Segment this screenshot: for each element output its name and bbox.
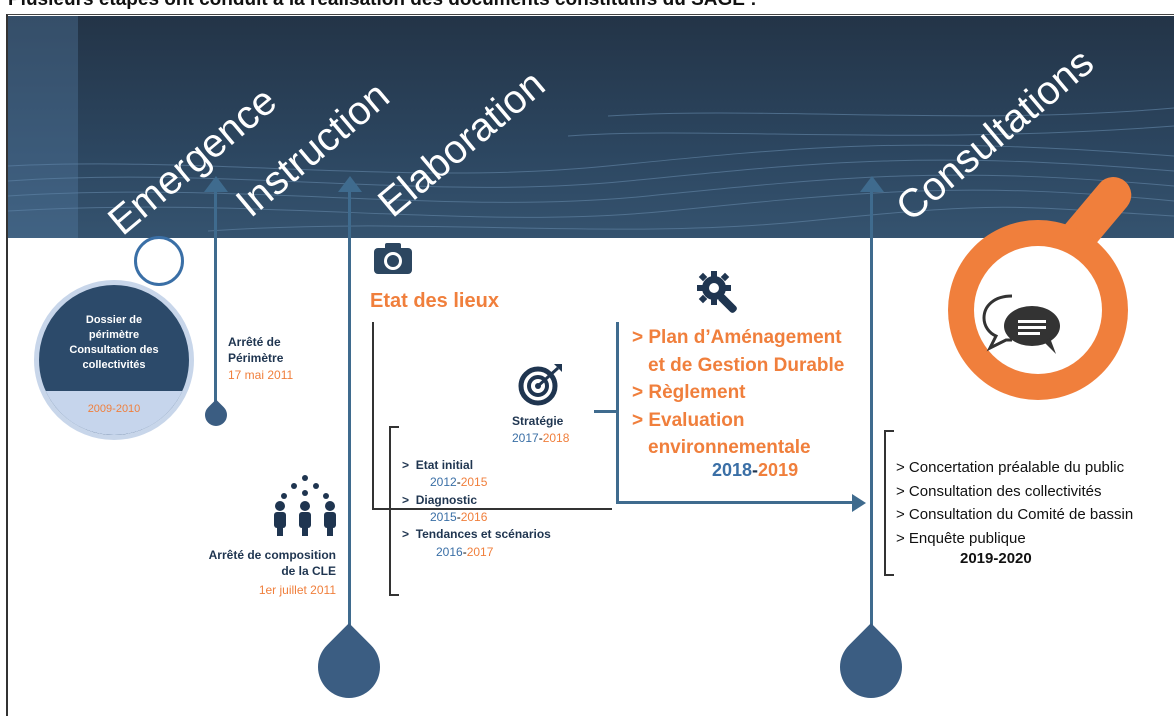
emergence-line: collectivités	[82, 359, 146, 371]
arrete-perimetre-line2: Périmètre	[228, 351, 284, 365]
strategie-connector	[594, 410, 616, 413]
banner-side-strip	[8, 16, 78, 238]
camera-icon	[374, 243, 412, 274]
documents-bracket-line	[616, 322, 619, 504]
document-item: > Evaluation	[632, 409, 745, 431]
etat-des-lieux-bracket	[389, 426, 399, 596]
people-icon	[274, 475, 336, 536]
elaboration-bracket	[372, 322, 374, 510]
tendances-label: > Tendances et scénarios	[402, 527, 551, 541]
diagnostic-label: > Diagnostic	[402, 493, 478, 507]
emergence-line: Dossier de	[85, 314, 143, 326]
arrete-cle-label-2: de la CLE	[281, 564, 336, 578]
year-end: 2016	[460, 510, 488, 524]
year-end: 2015	[460, 475, 488, 489]
arrete-perimetre-label: Arrêté de Périmètre	[228, 334, 283, 366]
elaboration-line	[348, 190, 351, 630]
arrete-cle-date: 1er juillet 2011	[258, 583, 336, 597]
documents-years: 2018-2019	[712, 460, 799, 480]
page-title: Plusieurs étapes ont conduit à la réalis…	[8, 0, 757, 10]
arrete-perimetre-line1: Arrêté de	[228, 335, 281, 349]
phase-banner	[8, 16, 1174, 238]
diagram-frame	[6, 14, 1174, 716]
consultation-item: > Concertation préalable du public	[896, 459, 1125, 476]
year-start: 2017	[512, 431, 539, 445]
document-item: > Règlement	[632, 382, 746, 403]
consultation-item: > Consultation des collectivités	[896, 482, 1102, 500]
documents-list: > Plan d’Aménagement et de Gestion Durab…	[632, 324, 844, 462]
tendances-text: Tendances et scénarios	[415, 527, 551, 541]
consultations-bracket	[884, 430, 894, 576]
document-item: et de Gestion Durable	[648, 354, 845, 376]
etat-initial-label: > Etat initial	[402, 458, 474, 472]
consultation-item: > Enquête publique	[896, 529, 1026, 547]
consultations-list: > Concertation préalable du public > Con…	[896, 456, 1133, 550]
year-end: 2019	[758, 460, 799, 480]
emergence-circle: Dossier de périmètre Consultation des co…	[34, 280, 194, 440]
emergence-line: Consultation des	[69, 344, 159, 356]
elaboration-bracket-bottom	[372, 508, 612, 510]
documents-arrowhead	[852, 494, 866, 512]
elaboration-arrowhead	[338, 176, 362, 192]
document-item: > Plan d’Aménagement	[632, 327, 842, 348]
instruction-arrowhead	[204, 176, 228, 192]
emergence-years: 2009-2010	[87, 403, 141, 415]
year-start: 2015	[430, 510, 457, 524]
chat-bubbles-icon	[982, 294, 1060, 354]
banner-wave-lines	[8, 107, 1174, 232]
diagnostic-years: 2015-2016	[430, 510, 488, 524]
year-start: 2016	[436, 545, 463, 559]
emergence-ring	[134, 236, 184, 286]
year-start: 2018	[712, 460, 753, 480]
consultations-line	[870, 190, 873, 630]
emergence-line: périmètre	[88, 329, 140, 341]
etat-initial-years: 2012-2015	[430, 475, 488, 489]
target-icon	[518, 364, 562, 406]
strategie-label: Stratégie	[512, 414, 564, 428]
documents-to-consultation-arrow	[616, 501, 856, 504]
diagnostic-text: Diagnostic	[415, 493, 478, 507]
instruction-line	[214, 190, 217, 405]
document-item: environnementale	[648, 437, 811, 458]
arrete-perimetre-date: 17 mai 2011	[228, 368, 294, 382]
consultations-arrowhead	[860, 176, 884, 192]
arrete-cle-label-1: Arrêté de composition	[208, 548, 336, 562]
year-end: 2017	[466, 545, 494, 559]
year-start: 2012	[430, 475, 457, 489]
tendances-years: 2016-2017	[436, 545, 494, 559]
etat-des-lieux-title: Etat des lieux	[370, 290, 499, 312]
year-end: 2018	[542, 431, 570, 445]
gear-wrench-icon	[697, 271, 737, 313]
consultation-item: > Consultation du Comité de bassin	[896, 506, 1134, 523]
etat-initial-text: Etat initial	[415, 458, 474, 472]
strategie-years: 2017-2018	[512, 431, 570, 445]
consultations-years: 2019-2020	[960, 550, 1032, 567]
